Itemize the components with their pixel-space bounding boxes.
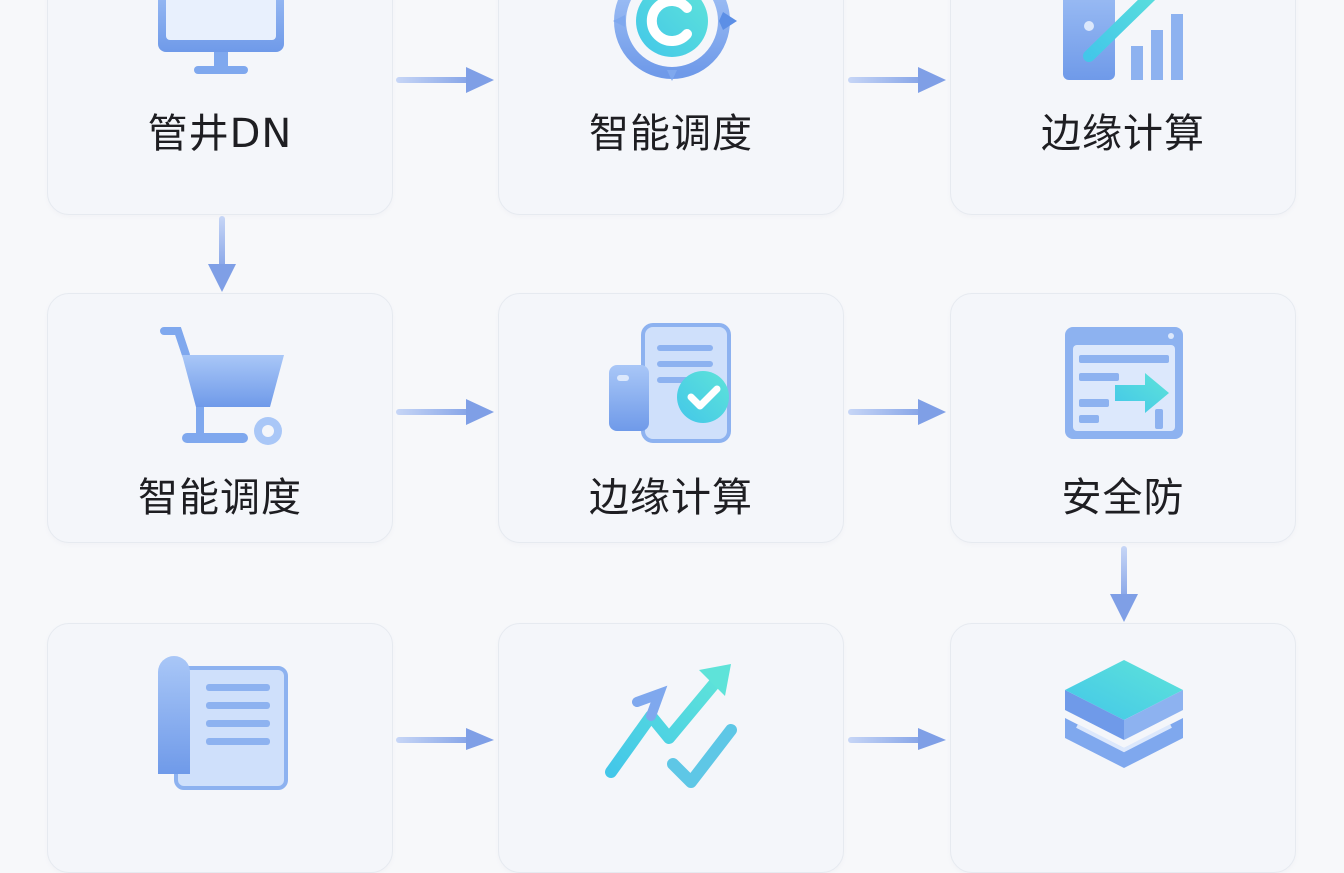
node-label: 智能调度 bbox=[138, 475, 302, 521]
flow-arrow-right bbox=[396, 67, 494, 93]
flow-arrow-right bbox=[396, 728, 494, 750]
node-card-9[interactable] bbox=[950, 623, 1296, 873]
node-card-5[interactable]: 边缘计算 bbox=[498, 293, 844, 543]
node-label: 智能调度 bbox=[589, 111, 753, 157]
panel-arrow-icon bbox=[1065, 327, 1183, 439]
stacked-layers-icon bbox=[1065, 660, 1183, 768]
flow-arrow-right bbox=[848, 399, 946, 425]
node-card-8[interactable] bbox=[498, 623, 844, 873]
node-label: 安全防 bbox=[1061, 475, 1185, 521]
target-c-icon bbox=[613, 0, 737, 81]
document-check-icon bbox=[609, 323, 731, 443]
server-growth-icon bbox=[1063, 0, 1183, 80]
flow-arrow-right bbox=[848, 728, 946, 750]
flow-arrow-down bbox=[1110, 546, 1138, 622]
monitor-icon bbox=[158, 0, 284, 74]
node-label: 边缘计算 bbox=[1041, 111, 1205, 157]
flow-arrow-down bbox=[208, 216, 236, 292]
flow-arrow-right bbox=[396, 399, 494, 425]
node-label: 边缘计算 bbox=[589, 475, 753, 521]
shopping-cart-icon bbox=[160, 327, 284, 445]
list-document-icon bbox=[158, 656, 288, 790]
node-card-7[interactable] bbox=[47, 623, 393, 873]
node-card-6[interactable]: 安全防 bbox=[950, 293, 1296, 543]
trend-check-icon bbox=[605, 664, 737, 788]
node-card-4[interactable]: 智能调度 bbox=[47, 293, 393, 543]
node-card-2[interactable]: 智能调度 bbox=[498, 0, 844, 215]
node-label: 管井DN bbox=[147, 111, 293, 157]
node-card-1[interactable]: 管井DN bbox=[47, 0, 393, 215]
flow-arrow-right bbox=[848, 67, 946, 93]
node-card-3[interactable]: 边缘计算 bbox=[950, 0, 1296, 215]
